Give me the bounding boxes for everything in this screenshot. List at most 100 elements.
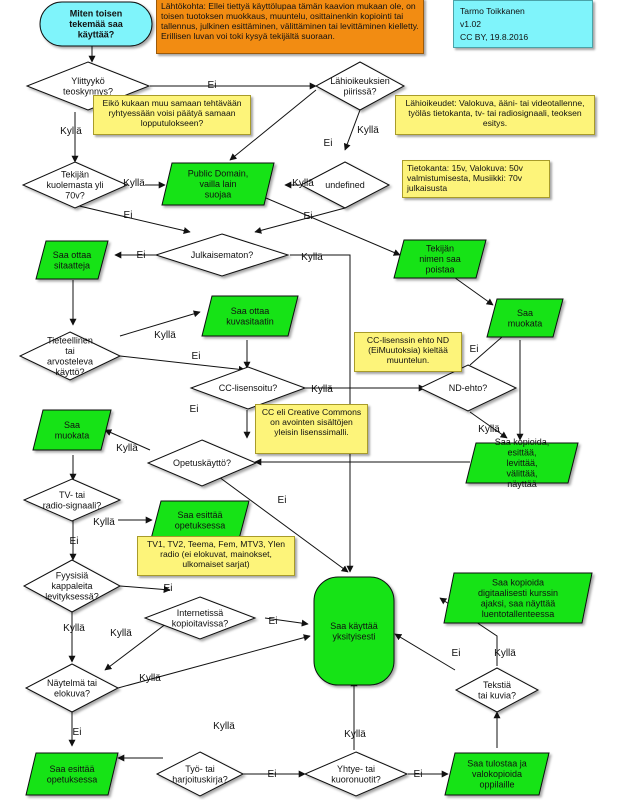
connector-arrow [104, 616, 176, 671]
starting-point-note: Lähtökohta: Ellei tiettyä käyttölupaa tä… [156, 0, 424, 54]
durations-note: Tietokanta: 15v, Valokuva: 50v valmistum… [402, 160, 550, 198]
decision-unpublished [154, 233, 290, 277]
edge-label-yes: Kyllä [116, 443, 138, 454]
outcome-copy-digital [443, 572, 593, 624]
connector-arrow [74, 204, 191, 234]
decision-unpublished-label: Julkaisematon? [191, 250, 254, 260]
edge-label-no: Ei [278, 495, 287, 506]
connector-arrow [104, 429, 151, 451]
edge-label-yes: Kyllä [311, 384, 333, 395]
decision-physical [22, 559, 122, 613]
connector-arrow [119, 355, 246, 373]
edge-label-no: Ei [70, 536, 79, 547]
broadcast-channels-note: TV1, TV2, Teema, Fem, MTV3, Ylen radio (… [137, 536, 295, 576]
decision-text-images [454, 667, 540, 713]
connector-arrow [117, 634, 311, 689]
outcome-public-domain [161, 162, 275, 206]
edge-label-no: Ei [73, 727, 82, 738]
decision-nd-label: ND-ehto? [449, 383, 488, 393]
decision-education [146, 439, 258, 487]
edge-label-no: Ei [190, 404, 199, 415]
edge-label-yes: Kyllä [292, 178, 314, 189]
decision-workbook [155, 751, 245, 797]
connector-arrow [343, 109, 361, 151]
author-name: Tarmo Toikkanen [460, 6, 525, 16]
edge-label-yes: Kyllä [93, 517, 115, 528]
edge-label-no: Ei [269, 616, 278, 627]
start-terminator [39, 1, 153, 47]
edge-label-no: Ei [208, 80, 217, 91]
edge-label-no: Ei [452, 648, 461, 659]
edge-label-yes: Kyllä [139, 673, 161, 684]
edge-label-yes: Kyllä [63, 623, 85, 634]
edge-label-yes: Kyllä [110, 628, 132, 639]
decision-nd [418, 364, 518, 412]
edge-label-no: Ei [414, 769, 423, 780]
outcome-remove-name [393, 239, 487, 279]
decision-cc-label: CC-lisensoitu? [219, 383, 278, 393]
edge-label-no: Ei [137, 250, 146, 261]
edge-label-yes: Kyllä [357, 125, 379, 136]
outcome-copy-share-label: Saa kopioida,esittää,levittää,välittää,n… [495, 437, 550, 489]
connector-arrow [119, 585, 171, 593]
outcome-quote [35, 240, 109, 280]
connector-arrow [290, 254, 354, 573]
outcome-print-copy [444, 752, 550, 796]
edge-label-yes: Kyllä [478, 424, 500, 435]
decision-tv-radio [22, 478, 122, 522]
decision-author-dead [21, 161, 129, 209]
decision-education-label: Opetuskäyttö? [173, 458, 231, 468]
connector-arrow [199, 462, 349, 573]
edge-label-yes: Kyllä [344, 729, 366, 740]
edge-label-no: Ei [470, 344, 479, 355]
decision-published-label: undefined [325, 180, 365, 190]
version-label: v1.02 [460, 19, 482, 29]
connector-arrow [119, 310, 201, 337]
edge-label-yes: Kyllä [123, 178, 145, 189]
decision-play-film [24, 663, 120, 713]
edge-label-yes: Kyllä [154, 330, 176, 341]
connector-arrow [469, 411, 508, 439]
edge-label-yes: Kyllä [60, 126, 82, 137]
edge-label-no: Ei [192, 351, 201, 362]
edge-label-no: Ei [124, 210, 133, 221]
teamwork-note: Eikö kukaan muu samaan tehtävään ryhtyes… [93, 95, 251, 135]
connector-arrow [254, 207, 346, 234]
outcome-modify-right [486, 298, 564, 338]
edge-label-no: Ei [324, 138, 333, 149]
edge-label-no: Ei [268, 769, 277, 780]
outcome-perform-teaching-bottom [25, 752, 119, 796]
edge-label-yes: Kyllä [213, 721, 235, 732]
connector-arrow [229, 89, 317, 161]
outcome-modify-left [32, 409, 112, 451]
author-info-box: Tarmo Toikkanen v1.02 CC BY, 19.8.2016 [453, 0, 593, 48]
edge-label-no: Ei [304, 211, 313, 222]
edge-label-yes: Kyllä [301, 252, 323, 263]
neighbour-rights-note: Lähioikeudet: Valokuva, ääni- tai videot… [395, 95, 595, 135]
outcome-image-quote [201, 295, 299, 337]
connector-arrow [264, 617, 309, 627]
license-date: CC BY, 19.8.2016 [460, 32, 529, 42]
